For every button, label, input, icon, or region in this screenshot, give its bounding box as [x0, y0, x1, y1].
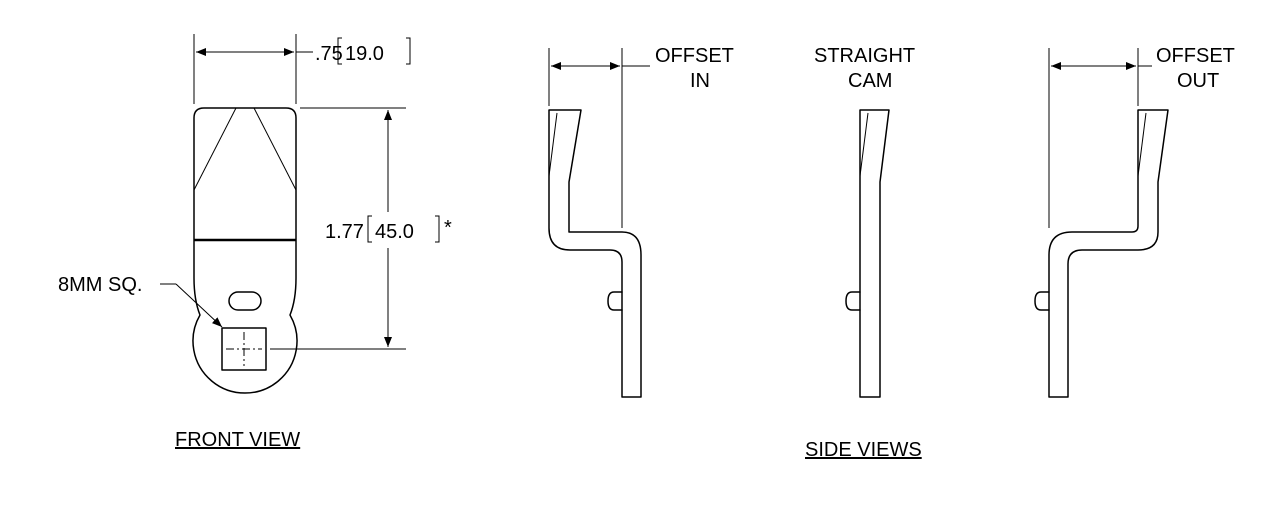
- width-bracket-open: [337, 37, 342, 65]
- square-hole: [221, 327, 267, 371]
- square-callout-label: 8MM SQ.: [58, 274, 142, 296]
- offset-out-profile: [1048, 109, 1169, 398]
- straight-tip-edge: [859, 112, 869, 177]
- cam-outline: [192, 107, 298, 394]
- height-bracket-open: [367, 215, 372, 243]
- offset-in-label-line1: OFFSET: [655, 45, 734, 67]
- side-view-offset-in: OFFSET IN: [548, 45, 734, 398]
- chamfer-line-left: [193, 107, 237, 191]
- offset-in-profile: [548, 109, 642, 398]
- side-view-offset-out: OFFSET OUT: [1034, 45, 1235, 398]
- height-dim-inch: 1.77: [325, 221, 364, 243]
- width-bracket-close: [406, 37, 411, 65]
- straight-boss: [845, 291, 861, 311]
- width-dim-inch: .75: [315, 43, 343, 65]
- chamfer-line-right: [253, 107, 297, 191]
- front-view: .75 19.0 1.77 45.0 * 8MM SQ. FRONT VIEW: [58, 34, 452, 451]
- offset-out-boss: [1034, 291, 1050, 311]
- straight-profile: [859, 109, 890, 398]
- offset-out-label-line1: OFFSET: [1156, 45, 1235, 67]
- side-view-straight: STRAIGHT CAM: [814, 45, 915, 398]
- offset-out-label-line2: OUT: [1177, 70, 1219, 92]
- offset-out-tip-edge: [1137, 112, 1147, 177]
- straight-label-line2: CAM: [848, 70, 892, 92]
- height-dim-mm: 45.0: [375, 221, 414, 243]
- straight-label-line1: STRAIGHT: [814, 45, 915, 67]
- offset-in-label-line2: IN: [690, 70, 710, 92]
- offset-in-boss: [607, 291, 623, 311]
- width-dim-mm: 19.0: [345, 43, 384, 65]
- height-dim-note: *: [444, 217, 452, 239]
- height-bracket-close: [435, 215, 440, 243]
- offset-in-tip-edge: [548, 112, 558, 177]
- slot: [228, 291, 262, 311]
- side-views-caption: SIDE VIEWS: [805, 439, 922, 461]
- front-view-caption: FRONT VIEW: [175, 429, 300, 451]
- square-callout-leader: [175, 283, 223, 328]
